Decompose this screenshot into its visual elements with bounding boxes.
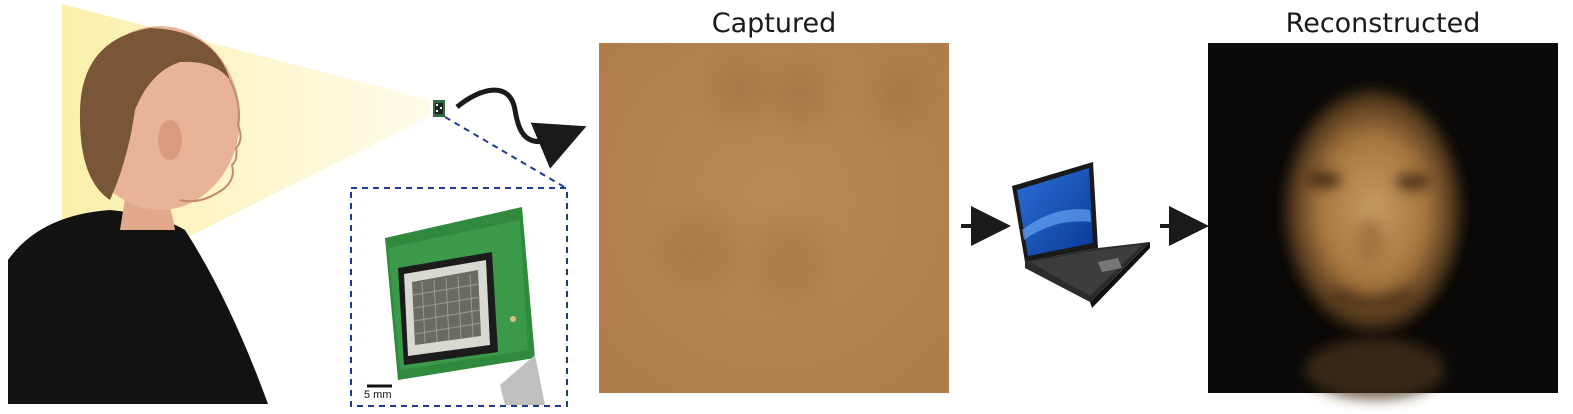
captured-image bbox=[599, 43, 949, 393]
sensor-board-photo bbox=[385, 207, 545, 405]
sensor-chip bbox=[433, 100, 445, 117]
reconstructed-image bbox=[1208, 43, 1558, 400]
person-silhouette bbox=[8, 26, 268, 404]
laptop-icon bbox=[1012, 162, 1150, 308]
captured-title: Captured bbox=[711, 8, 837, 39]
zoom-line-left bbox=[444, 116, 567, 189]
wavy-arrow-icon bbox=[455, 87, 587, 169]
reconstructed-title: Reconstructed bbox=[1285, 8, 1481, 39]
scale-bar-label: 5 mm bbox=[364, 389, 392, 401]
